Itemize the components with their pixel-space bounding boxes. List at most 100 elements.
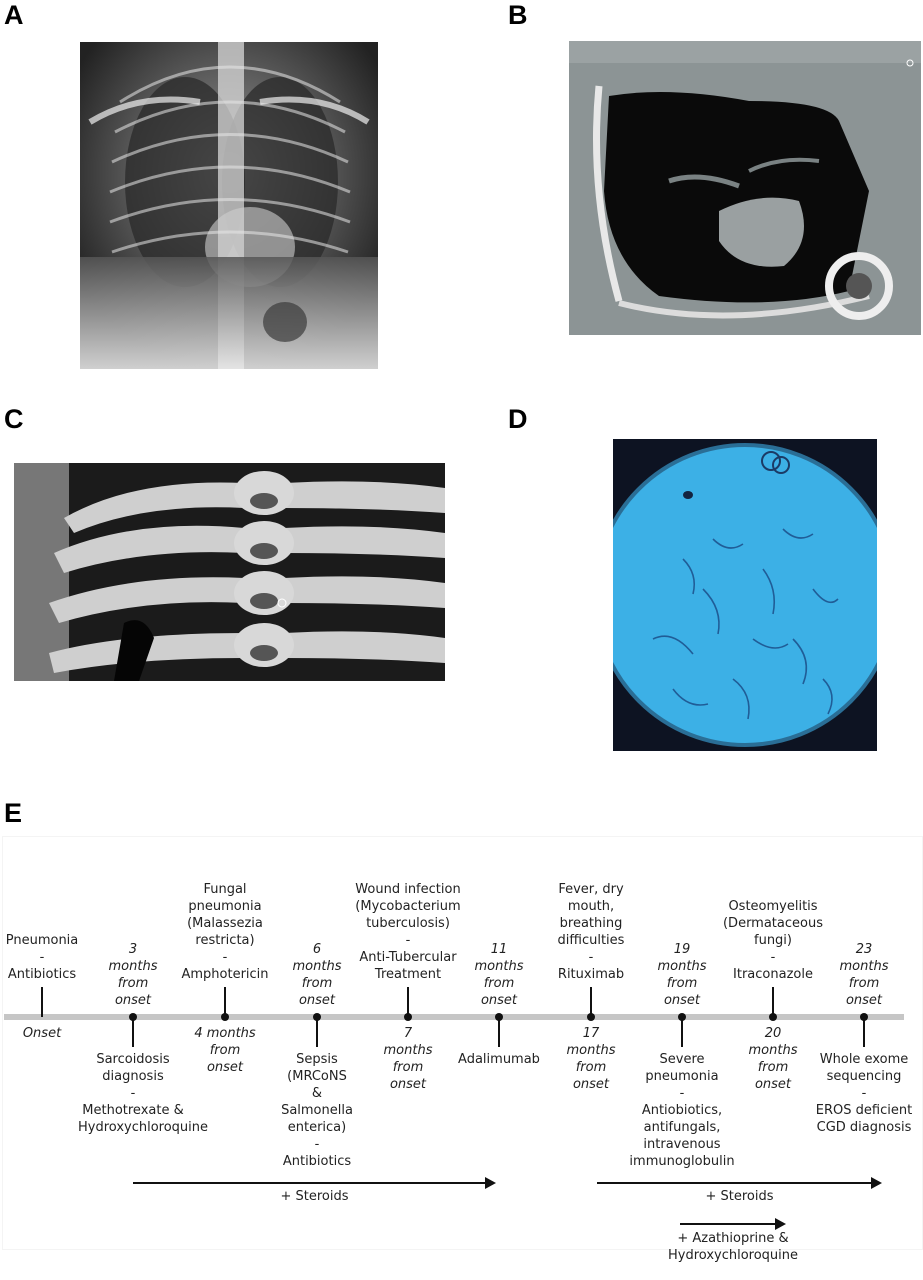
chest-xray-image — [80, 42, 378, 369]
above-label-line: from — [483, 976, 515, 991]
below-label-line: Severe — [659, 1052, 705, 1067]
timeline-dot-1 — [129, 1013, 137, 1021]
below-label-line: from — [575, 1060, 607, 1075]
below-label-line: CGD diagnosis — [816, 1120, 912, 1135]
below-tick-9 — [863, 1017, 865, 1047]
below-label-line: Salmonella — [281, 1103, 353, 1118]
below-label-line: antifungals, — [643, 1120, 721, 1135]
above-label-line: Fever, dry — [558, 882, 624, 897]
treatment-label-line: + Azathioprine & — [677, 1231, 789, 1246]
treatment-label-1: + Steroids — [630, 1188, 850, 1205]
timeline-dot-7 — [678, 1013, 686, 1021]
above-label-line: Fungal — [203, 882, 247, 897]
treatment-arrowhead-1 — [871, 1177, 882, 1189]
above-label-line: onset — [663, 993, 701, 1008]
timeline-background — [2, 836, 923, 1250]
above-label-line: 23 — [855, 942, 873, 957]
above-label-line: (Malassezia — [187, 916, 263, 931]
above-label-line: tuberculosis) — [366, 916, 450, 931]
below-tick-7 — [681, 1017, 683, 1047]
above-label-line: onset — [114, 993, 152, 1008]
above-label-line: from — [301, 976, 333, 991]
below-label-line: onset — [389, 1077, 427, 1092]
below-label-line: Whole exome — [819, 1052, 909, 1067]
below-label-line: months — [566, 1043, 616, 1058]
above-label-line: Itraconazole — [733, 967, 813, 982]
below-label-line: sequencing — [826, 1069, 902, 1084]
panel-label-b: B — [508, 0, 528, 30]
above-label-line: Amphotericin — [181, 967, 269, 982]
below-label-line: months — [748, 1043, 798, 1058]
microscopy-image — [613, 439, 877, 751]
treatment-arrowhead-0 — [485, 1177, 496, 1189]
timeline-axis — [4, 1014, 904, 1020]
treatment-arrow-2 — [680, 1223, 776, 1225]
below-label-6: 17 months from onset — [536, 1025, 646, 1093]
above-label-line: Osteomyelitis — [728, 899, 818, 914]
above-label-line: (Mycobacterium — [355, 899, 461, 914]
below-label-line: from — [392, 1060, 424, 1075]
above-label-line: onset — [298, 993, 336, 1008]
below-label-line: 7 — [403, 1026, 413, 1041]
below-label-line: immunoglobulin — [629, 1154, 735, 1169]
below-label-line: Onset — [22, 1026, 62, 1041]
below-tick-1 — [132, 1017, 134, 1047]
treatment-arrow-0 — [133, 1182, 486, 1184]
rib-reconstruction-image — [14, 463, 445, 681]
above-label-line: months — [839, 959, 889, 974]
above-label-line: Pneumonia — [5, 933, 79, 948]
above-label-line: (Dermataceous — [722, 916, 823, 931]
below-label-line: Antibiotics — [282, 1154, 352, 1169]
above-label-3: 6 months from onset — [262, 941, 372, 1009]
below-label-line: diagnosis — [102, 1069, 164, 1084]
timeline-dot-9 — [860, 1013, 868, 1021]
above-label-line: breathing — [559, 916, 623, 931]
below-label-line: onset — [754, 1077, 792, 1092]
treatment-label-line: Hydroxychloroquine — [667, 1248, 799, 1263]
below-label-line: (MRCoNS — [287, 1069, 347, 1084]
above-label-line: - — [588, 950, 594, 965]
above-label-line: 6 — [312, 942, 322, 957]
above-label-line: mouth, — [567, 899, 615, 914]
above-tick-2 — [224, 987, 226, 1017]
below-label-line: Sarcoidosis — [96, 1052, 170, 1067]
below-label-line: Hydroxychloroquine — [78, 1120, 209, 1135]
treatment-label-line: + Steroids — [280, 1189, 349, 1204]
above-label-line: Treatment — [374, 967, 442, 982]
below-label-line: onset — [206, 1060, 244, 1075]
above-label-5: 11 months from onset — [444, 941, 554, 1009]
below-label-line: - — [679, 1086, 685, 1101]
above-label-line: 3 — [128, 942, 138, 957]
below-label-line: 17 — [582, 1026, 600, 1041]
below-label-line: onset — [572, 1077, 610, 1092]
above-tick-8 — [772, 987, 774, 1017]
treatment-arrowhead-2 — [775, 1218, 786, 1230]
below-label-line: Adalimumab — [458, 1052, 540, 1067]
above-label-line: months — [474, 959, 524, 974]
above-label-line: onset — [480, 993, 518, 1008]
below-label-line: intravenous — [643, 1137, 721, 1152]
below-label-5: Adalimumab — [444, 1051, 554, 1068]
above-label-line: months — [657, 959, 707, 974]
above-label-line: pneumonia — [188, 899, 262, 914]
above-label-line: months — [108, 959, 158, 974]
above-label-line: from — [848, 976, 880, 991]
above-label-line: 19 — [673, 942, 691, 957]
timeline-dot-3 — [313, 1013, 321, 1021]
above-label-line: months — [292, 959, 342, 974]
timeline-dot-6 — [587, 1013, 595, 1021]
below-tick-3 — [316, 1017, 318, 1047]
panel-label-d: D — [508, 404, 528, 434]
above-label-line: 11 — [490, 942, 508, 957]
above-label-0: Pneumonia-Antibiotics — [0, 932, 97, 983]
below-tick-5 — [498, 1017, 500, 1047]
above-tick-4 — [407, 987, 409, 1017]
